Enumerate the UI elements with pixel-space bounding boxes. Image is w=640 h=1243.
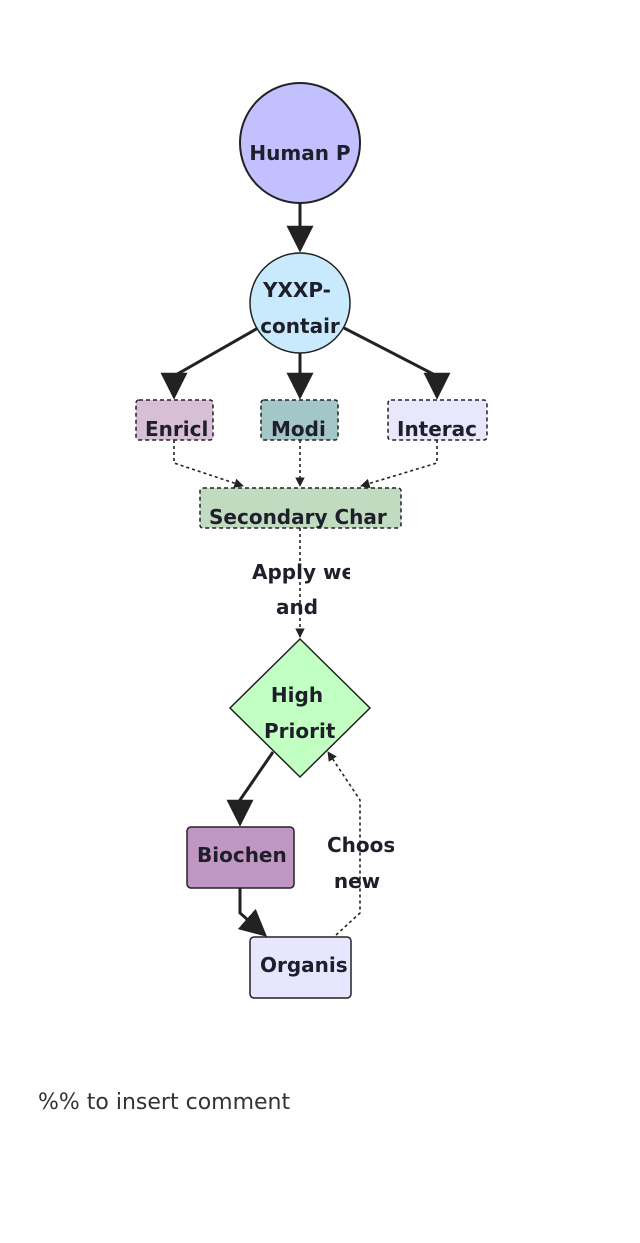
node-secondary-label: Secondary Char (209, 505, 387, 529)
node-priority-label-line1: High (271, 683, 323, 707)
node-yxxp (249, 252, 351, 354)
node-modif (260, 399, 339, 441)
edge-label-choose-line1: Choos (327, 833, 395, 857)
edge-label-choose-line2: new (334, 869, 380, 893)
edge-yxxp-enrich (160, 326, 259, 400)
node-interact-label: Interac (397, 417, 477, 441)
node-priority (228, 637, 372, 779)
edge-label-apply-line1: Apply we (252, 560, 355, 584)
node-enrich-label: Enricl (145, 417, 208, 441)
node-yxxp-label-line1: YXXP- (262, 278, 331, 302)
edge-yxxp-interact (343, 326, 451, 400)
node-priority-label-line2: Priorit (264, 719, 336, 743)
node-organism-label: Organis (260, 953, 348, 977)
node-modif-label: Modi (271, 417, 326, 441)
node-human-label: Human P (249, 141, 350, 165)
node-organism (249, 936, 352, 999)
edge-interact-secondary (360, 440, 438, 489)
node-interact (387, 399, 488, 441)
node-secondary (199, 487, 402, 529)
edge-enrich-secondary (173, 440, 244, 488)
edge-priority-biochem (226, 751, 275, 827)
comment-hint: %% to insert comment (38, 1090, 291, 1115)
node-yxxp-label-line2: contair (260, 314, 340, 338)
edge-biochem-organism (237, 888, 268, 937)
node-biochem (186, 826, 295, 889)
node-enrich (135, 399, 214, 441)
edge-organism-priority (327, 751, 361, 936)
edge-label-apply-line2: and (276, 595, 318, 619)
node-human (239, 82, 361, 204)
node-biochem-label: Biochen (197, 843, 287, 867)
